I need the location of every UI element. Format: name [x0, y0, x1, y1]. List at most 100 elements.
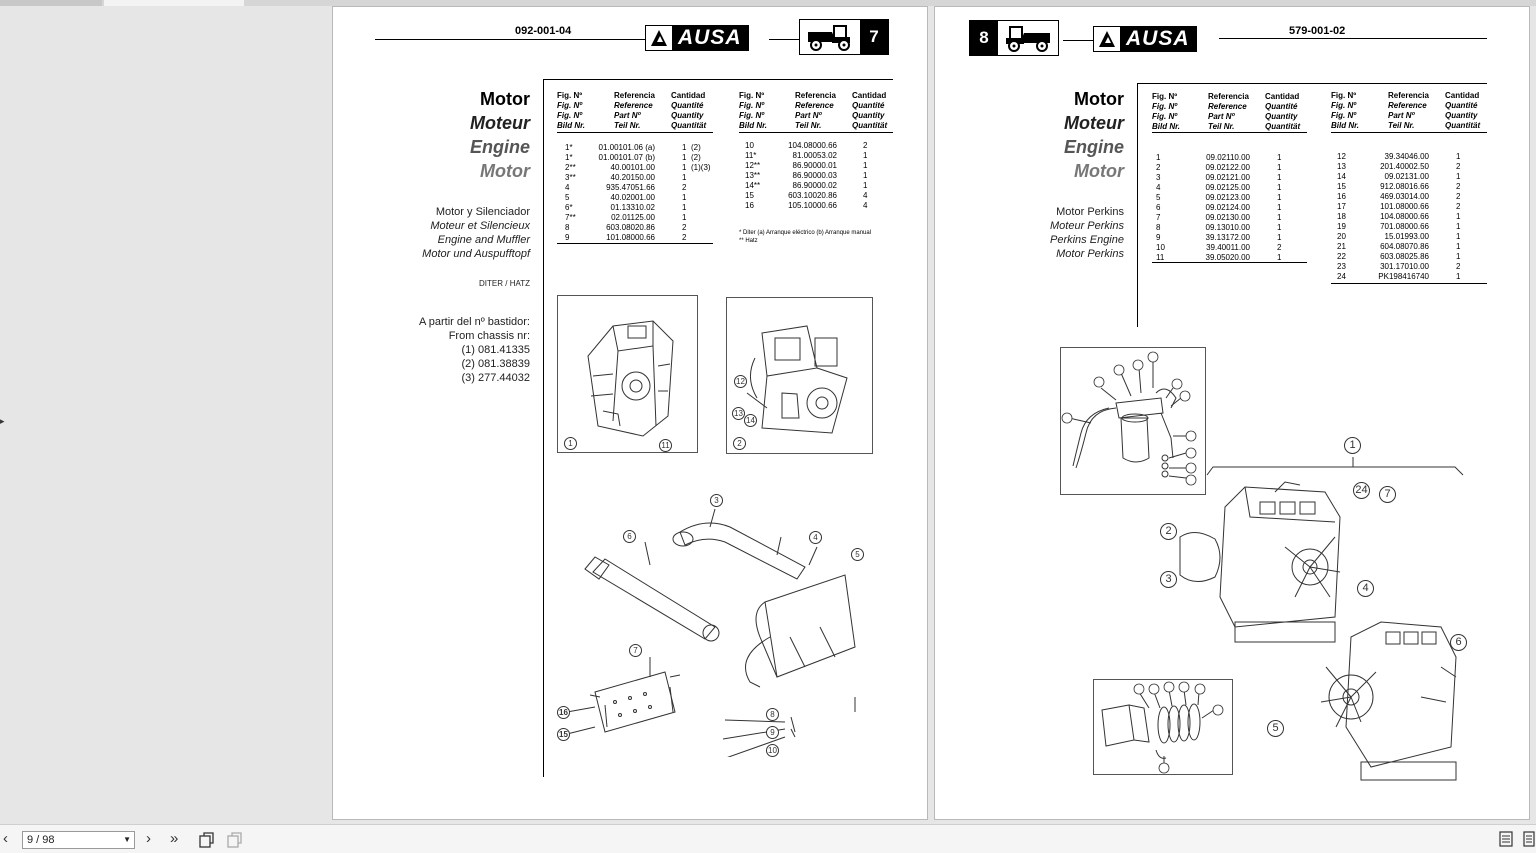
callout-13: 13 [732, 407, 745, 420]
callout-6: 6 [1450, 634, 1467, 651]
table-cell: 2 [1456, 202, 1461, 211]
table-cell: 4 [1156, 183, 1161, 192]
table-cell: 1 [1456, 232, 1461, 241]
table-cell: 1 [1456, 212, 1461, 221]
table-cell: 1 [682, 213, 687, 222]
page-7: 092-001-04 AUSA 7 Motor Moteur Engine Mo… [332, 6, 928, 820]
table-cell: 1 [682, 193, 687, 202]
sidebar-toggle-icon[interactable]: ▸ [0, 416, 5, 426]
callout-4: 4 [1357, 580, 1374, 597]
table-cell: 1 [1277, 253, 1282, 262]
chevron-down-icon: ▼ [123, 835, 131, 844]
table-cell: 18 [1337, 212, 1346, 221]
table-cell: 1 [863, 151, 868, 160]
table-cell: 2** [565, 163, 576, 172]
table-cell: 11* [745, 151, 757, 160]
prev-page-button[interactable]: ‹ [3, 830, 8, 847]
table-cell: 1 [1277, 163, 1282, 172]
callout-24: 24 [1353, 482, 1370, 499]
table-cell: 13** [745, 171, 761, 180]
brand-name: AUSA [672, 26, 748, 50]
table-cell: 15.01993.00 [1384, 232, 1430, 241]
table-cell: 40.00101.00 [610, 163, 656, 172]
fuel-filter-drawing [1060, 347, 1206, 495]
table-cell: PK198416740 [1378, 272, 1429, 281]
table-cell: 1 [1456, 152, 1461, 161]
table-cell: 09.02125.00 [1205, 183, 1251, 192]
table-cell: 1 [682, 163, 687, 172]
callout-6: 6 [623, 530, 636, 543]
table-cell: 5 [1156, 193, 1161, 202]
table-cell: 104.08000.66 [788, 141, 837, 150]
table-cell: 09.13010.00 [1205, 223, 1251, 232]
table-cell: 39.40011.00 [1206, 243, 1250, 252]
table-cell: 9 [1156, 233, 1161, 242]
table-cell: 02.01125.00 [611, 213, 655, 222]
table-cell: 469.03014.00 [1380, 192, 1429, 201]
table-cell: 4 [565, 183, 570, 192]
table-cell: 16 [1337, 192, 1346, 201]
table-cell: 1 [863, 171, 868, 180]
callout-7: 7 [629, 644, 642, 657]
document-viewport[interactable]: ▸ 092-001-04 AUSA 7 Motor Moteur Engine … [0, 6, 1536, 824]
table-cell: 15 [1337, 182, 1346, 191]
tab-strip [0, 0, 1536, 6]
table-cell: 86.90000.02 [792, 181, 838, 190]
table-cell: 603.10020.86 [788, 191, 837, 200]
table-cell: 1 [682, 153, 687, 162]
dumper-icon [998, 21, 1058, 55]
table-cell: 09.02124.00 [1205, 203, 1251, 212]
tab-active[interactable] [104, 0, 244, 6]
table-cell: 1 [1277, 173, 1282, 182]
table-cell: 14 [1337, 172, 1346, 181]
last-page-button[interactable]: » [170, 830, 179, 847]
table-cell: 9 [565, 233, 570, 242]
tab-inactive[interactable] [0, 0, 102, 6]
callout-9: 9 [766, 726, 779, 739]
table-cell: 09.02121.00 [1205, 173, 1251, 182]
table-cell: 2 [1156, 163, 1161, 172]
table-cell: 1 [1456, 172, 1461, 181]
callout-4: 4 [809, 531, 822, 544]
next-page-button[interactable]: › [146, 830, 151, 847]
callout-3: 3 [1160, 571, 1177, 588]
table-cell: 19 [1337, 222, 1346, 231]
table-cell: 7** [565, 213, 576, 222]
section-subtitles: Motor y Silenciador Moteur et Silencieux… [422, 206, 530, 260]
page-selector[interactable]: 9 / 98 ▼ [22, 831, 135, 849]
table-cell: 09.02110.00 [1206, 153, 1250, 162]
table-cell: 86.90000.01 [792, 161, 838, 170]
table-cell: 21 [1337, 242, 1346, 251]
page-number: 7 [860, 20, 888, 54]
table-cell: 201.40002.50 [1380, 162, 1429, 171]
section-titles: Motor Moteur Engine Motor [469, 89, 530, 181]
copy-page-icon[interactable] [226, 831, 244, 853]
page-number: 8 [970, 21, 998, 55]
table-cell: 3** [565, 173, 576, 182]
table-cell: 2 [1456, 182, 1461, 191]
table-cell: 12** [745, 161, 761, 170]
doc-number: 092-001-04 [515, 25, 572, 37]
ausa-mark-icon [1099, 31, 1115, 47]
two-page-view-icon[interactable] [1522, 831, 1536, 851]
table-cell: 1 [682, 143, 687, 152]
rotate-page-icon[interactable] [198, 831, 216, 853]
section-titles: Motor Moteur Engine Motor [1063, 89, 1124, 181]
callout-3: 3 [710, 494, 723, 507]
table-cell: 1 [1456, 242, 1461, 251]
table-cell: 24 [1337, 272, 1346, 281]
table-cell: 15 [745, 191, 754, 200]
table-cell: 6* [565, 203, 573, 212]
table-cell: 6 [1156, 203, 1161, 212]
single-page-view-icon[interactable] [1498, 831, 1514, 851]
callout-10: 10 [766, 744, 779, 757]
table-cell: (2) [691, 153, 701, 162]
table-cell: 101.08000.66 [1380, 202, 1429, 211]
callout-15: 15 [557, 728, 570, 741]
